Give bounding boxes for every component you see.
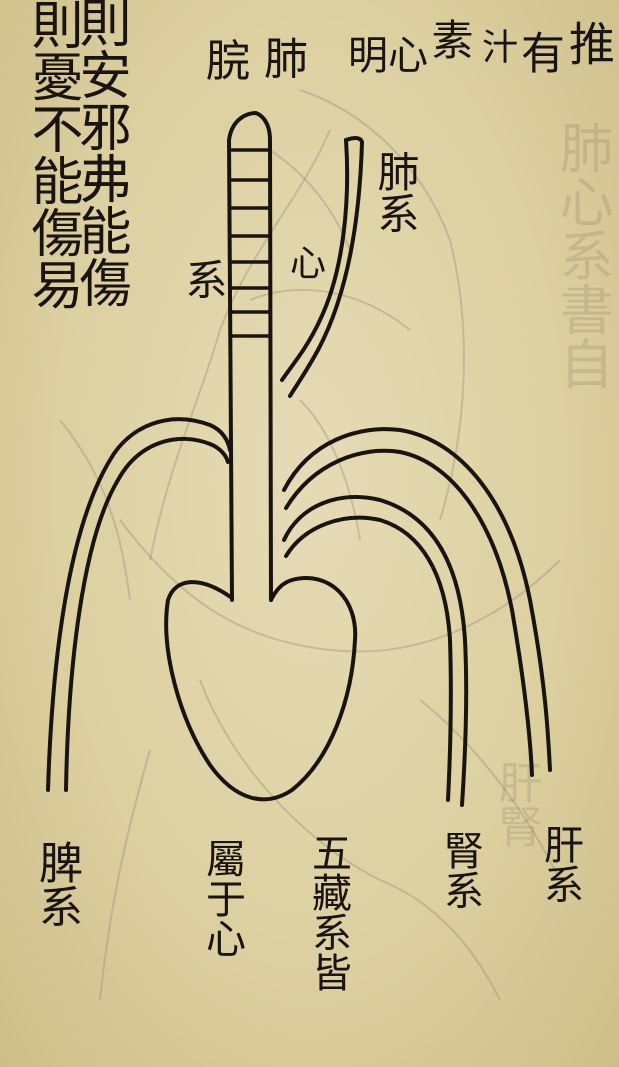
label-kidney-connection: 腎系 (440, 830, 480, 910)
title-lung: 肺 (264, 38, 308, 82)
top-text-column: 素 (428, 18, 470, 60)
label-heart: 心 (286, 244, 322, 280)
spleen-system-vessel (48, 419, 230, 790)
title-stomach: 脘 (206, 40, 250, 84)
label-connection: 系 (182, 258, 224, 300)
heart-shape (166, 578, 355, 799)
label-spleen-connection: 脾系 (34, 840, 78, 928)
top-text-column: 汁 (478, 28, 514, 64)
trachea-rings (232, 150, 268, 336)
top-text-column: 推 (566, 20, 612, 66)
top-text-column: 有 (516, 30, 560, 74)
label-five-viscera: 五藏系皆 (308, 832, 348, 992)
top-text-column: 心 (384, 34, 424, 74)
label-lung-connection: 肺系 (374, 150, 416, 234)
label-belongs-to-heart: 屬于心 (202, 838, 242, 958)
left-text-column-2: 則憂不能傷易 (26, 0, 78, 310)
top-text-column: 明 (344, 34, 384, 74)
kidney-system-vessel (284, 497, 466, 805)
trachea-tube (229, 113, 271, 600)
label-liver-connection: 肝系 (540, 824, 580, 904)
